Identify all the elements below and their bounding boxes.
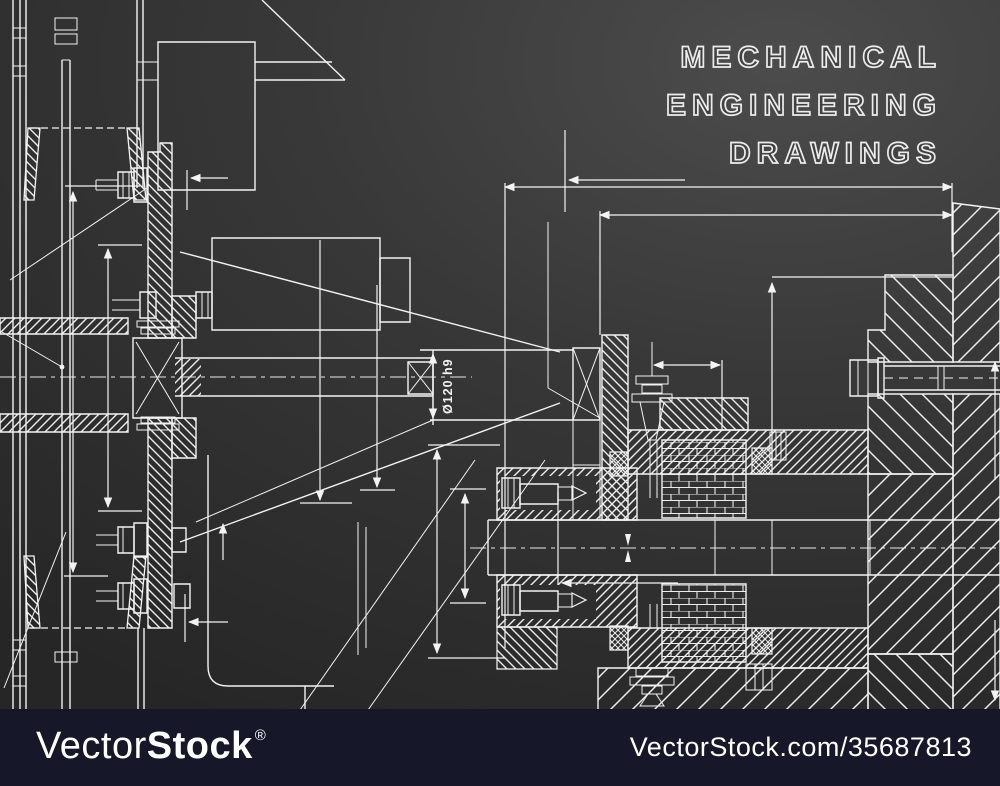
clamp-bolt-upper (497, 468, 637, 520)
logo-text-bold: Stock (146, 724, 253, 767)
dimension-annotations-left: Ø120 h9 (64, 130, 685, 642)
right-assembly-drawing (428, 182, 1000, 710)
image-title: MECHANICAL ENGINEERING DRAWINGS (665, 34, 942, 178)
clamp-bolt-lower (497, 575, 637, 627)
watermark-url: VectorStock.com/35687813 (629, 731, 972, 762)
flange-bolt (96, 523, 186, 557)
dimension-label: Ø120 h9 (441, 358, 455, 414)
flange-bolt (96, 579, 190, 613)
title-line-1: MECHANICAL (679, 40, 942, 75)
vectorstock-logo: VectorStock® (36, 724, 266, 767)
logo-text-light: Vector (36, 724, 147, 767)
left-assembly-drawing (0, 0, 600, 710)
title-line-2: ENGINEERING (665, 88, 942, 123)
title-line-3: DRAWINGS (728, 136, 942, 171)
blueprint-drawing: Ø120 h9 (0, 0, 1000, 710)
grease-fitting (632, 342, 672, 498)
hex-bolt (850, 358, 1000, 398)
registered-mark: ® (254, 726, 267, 744)
flange-bolt (96, 168, 147, 202)
watermark-bar: VectorStock® VectorStock.com/35687813 (0, 709, 1000, 786)
